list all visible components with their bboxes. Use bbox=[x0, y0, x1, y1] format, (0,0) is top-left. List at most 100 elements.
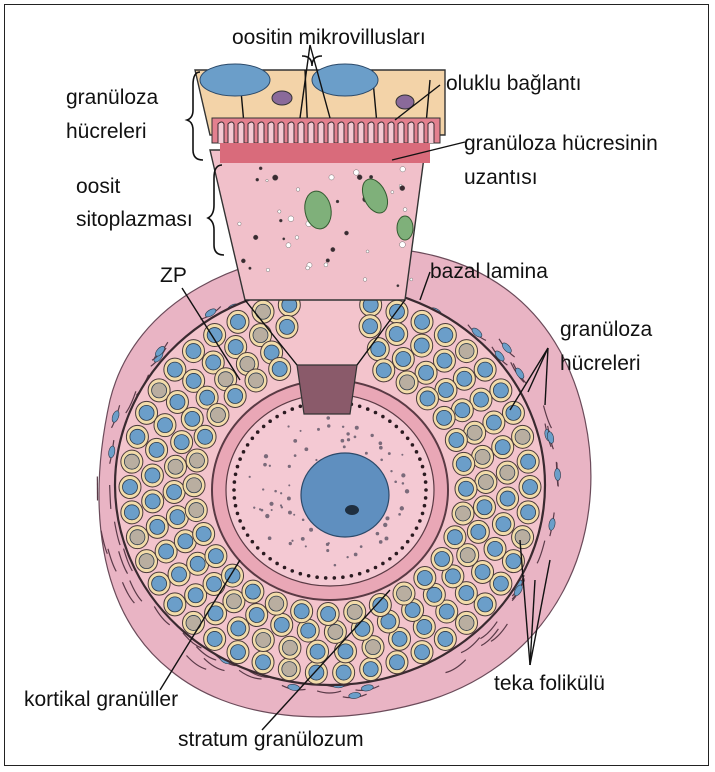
granulosa-nucleus bbox=[478, 362, 493, 377]
microvillus bbox=[258, 122, 264, 143]
granulosa-nucleus bbox=[282, 640, 297, 655]
granulosa-nucleus bbox=[228, 388, 243, 403]
cytoplasm-granule bbox=[289, 542, 292, 545]
cortical-granule bbox=[366, 407, 370, 411]
granulosa-nucleus bbox=[245, 584, 260, 599]
cytoplasm-granule bbox=[294, 454, 297, 457]
granulosa-nucleus bbox=[186, 373, 201, 388]
inset-granule bbox=[253, 235, 258, 240]
inset-granule bbox=[400, 242, 406, 248]
inset-granule bbox=[369, 175, 373, 179]
cortical-granule bbox=[358, 405, 362, 409]
granulosa-nucleus bbox=[152, 383, 167, 398]
cortical-granule bbox=[333, 576, 337, 580]
granulosa-nucleus bbox=[149, 442, 164, 457]
cortical-granule bbox=[381, 562, 385, 566]
granulosa-nucleus bbox=[493, 576, 508, 591]
granulosa-nucleus bbox=[198, 429, 213, 444]
cortical-granule bbox=[275, 415, 279, 419]
cytoplasm-granule bbox=[280, 492, 282, 494]
granulosa-nucleus bbox=[438, 383, 453, 398]
microvilli-brace bbox=[302, 56, 322, 66]
inset-granule bbox=[306, 266, 310, 270]
cytoplasm-granule bbox=[346, 556, 348, 558]
cortical-granule bbox=[246, 443, 250, 447]
granulosa-nucleus bbox=[226, 594, 241, 609]
cytoplasm-granule bbox=[341, 439, 345, 443]
granulosa-nucleus bbox=[460, 548, 475, 563]
microvillus bbox=[328, 122, 334, 143]
cortical-granule bbox=[411, 443, 415, 447]
microvillus bbox=[378, 122, 384, 143]
cortical-granule bbox=[381, 415, 385, 419]
microvillus bbox=[238, 122, 244, 143]
cytoplasm-granule bbox=[405, 489, 409, 493]
granulosa-nucleus bbox=[187, 478, 202, 493]
cytoplasm-granule bbox=[326, 416, 330, 420]
granulosa-nucleus bbox=[496, 517, 511, 532]
cortical-granule bbox=[234, 504, 238, 508]
microvillus bbox=[348, 122, 354, 143]
microvillus bbox=[248, 122, 254, 143]
inset-granule bbox=[397, 284, 399, 286]
cortical-granule bbox=[374, 411, 378, 415]
cortical-granule bbox=[315, 575, 319, 579]
granulosa-nucleus bbox=[477, 500, 492, 515]
cytoplasm-granule bbox=[302, 518, 305, 521]
cortical-granule bbox=[268, 557, 272, 561]
cortical-granule bbox=[256, 430, 260, 434]
cortical-granule bbox=[424, 496, 428, 500]
cortical-granule bbox=[395, 425, 399, 429]
microvillus bbox=[358, 122, 364, 143]
granulosa-nucleus bbox=[190, 556, 205, 571]
granulosa-nucleus bbox=[415, 314, 430, 329]
microvillus bbox=[428, 122, 434, 143]
cortical-granule bbox=[242, 450, 246, 454]
inset-granule bbox=[259, 167, 262, 170]
granulosa-nucleus bbox=[336, 665, 351, 680]
cytoplasm-granule bbox=[261, 509, 264, 512]
microvillus bbox=[268, 122, 274, 143]
granulosa-nucleus bbox=[269, 596, 284, 611]
granulosa-nucleus bbox=[301, 623, 316, 638]
cytoplasm-granule bbox=[301, 537, 305, 541]
granulosa-nucleus bbox=[389, 655, 404, 670]
granulosa-nucleus bbox=[366, 640, 381, 655]
granulosa-nucleus bbox=[218, 372, 233, 387]
inset-granule bbox=[283, 238, 285, 240]
microvillus bbox=[408, 122, 414, 143]
granulosa-nucleus bbox=[207, 576, 222, 591]
granulosa-nucleus bbox=[230, 314, 245, 329]
inset-granule bbox=[391, 191, 394, 194]
cortical-granule bbox=[299, 405, 303, 409]
cortical-granule bbox=[424, 488, 428, 492]
cortical-granule bbox=[406, 436, 410, 440]
cortical-granule bbox=[236, 465, 240, 469]
granulosa-nucleus bbox=[174, 435, 189, 450]
cortical-granule bbox=[418, 519, 422, 523]
inset-granule bbox=[295, 236, 299, 240]
cytoplasm-granule bbox=[263, 463, 267, 467]
cortical-granule bbox=[238, 519, 242, 523]
granulosa-nucleus bbox=[447, 530, 462, 545]
cortical-granule bbox=[406, 540, 410, 544]
cortical-granule bbox=[233, 480, 237, 484]
granulosa-nucleus bbox=[279, 319, 294, 334]
cortical-granule bbox=[232, 488, 236, 492]
granulosa-nucleus bbox=[495, 440, 510, 455]
microvillus bbox=[388, 122, 394, 143]
cytoplasm-granule bbox=[264, 454, 268, 458]
cytoplasm-granule bbox=[388, 452, 391, 455]
granulosa-nucleus bbox=[458, 481, 473, 496]
microvillus bbox=[308, 122, 314, 143]
cytoplasm-granule bbox=[402, 482, 405, 485]
granulosa-nucleus bbox=[321, 606, 336, 621]
cytoplasm-granule bbox=[271, 509, 273, 511]
granulosa-nucleus bbox=[338, 644, 353, 659]
granulosa-nucleus bbox=[427, 587, 442, 602]
granulosa-nucleus bbox=[438, 631, 453, 646]
granulosa-nucleus bbox=[473, 392, 488, 407]
inset-granule bbox=[329, 175, 334, 180]
granulosa-nucleus bbox=[521, 505, 536, 520]
cytoplasm-granule bbox=[380, 459, 383, 462]
